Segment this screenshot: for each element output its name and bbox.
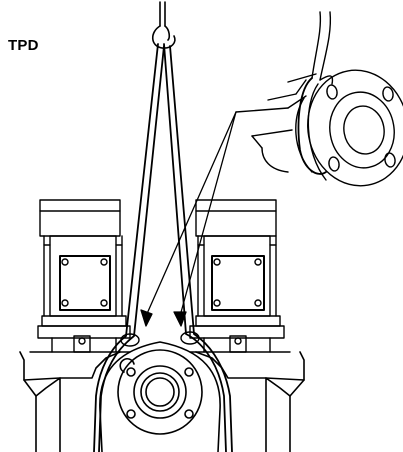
left-motor (30, 200, 130, 352)
detail-inset (236, 12, 403, 194)
lifting-slings (94, 44, 232, 452)
pointer-arrows (141, 112, 236, 326)
pump-housing (20, 342, 304, 452)
crane-hook-icon (153, 2, 175, 48)
figure-label: TPD (8, 37, 39, 54)
